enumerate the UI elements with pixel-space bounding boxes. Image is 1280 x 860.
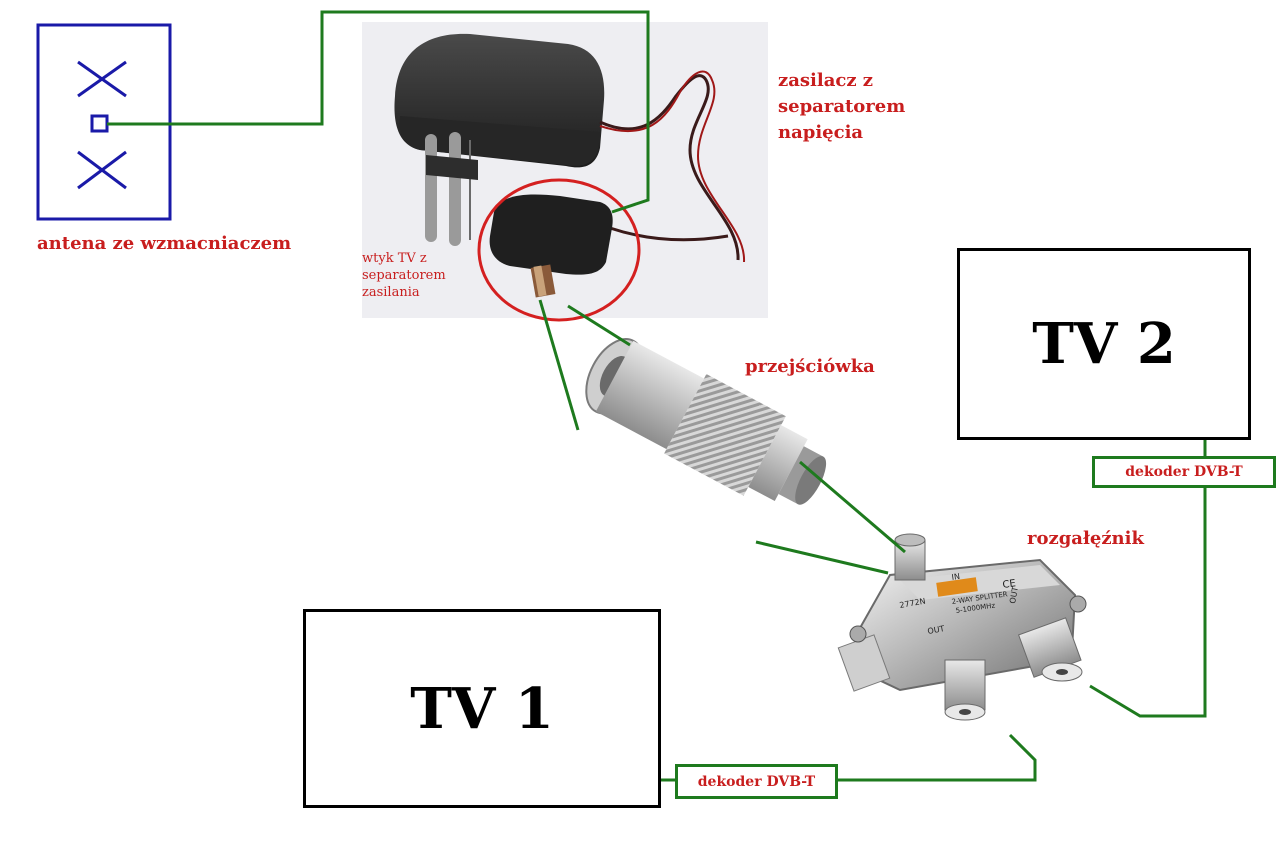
wire-antenna-to-plug: [107, 10, 650, 214]
tv-plug-label-line-3: zasilania: [362, 285, 420, 300]
tv-plug-label-line-1: wtyk TV z: [362, 251, 427, 266]
adapter-label: przejściówka: [745, 356, 875, 377]
tv-1-label: TV 1: [410, 675, 554, 742]
splitter-out-left-text: OUT: [927, 624, 945, 636]
power-supply-icon: [394, 33, 746, 322]
wiring: [107, 10, 1207, 782]
highlight-circle: [477, 178, 641, 322]
wire-adapter-to-splitter-top: [799, 460, 906, 554]
wire-plug-to-adapter-bottom: [567, 304, 631, 347]
tv-2-box: TV 2: [957, 248, 1251, 440]
power-supply-label-line-1: zasilacz z: [778, 70, 874, 91]
splitter-label: rozgałęźnik: [1027, 528, 1144, 549]
wire-adapter-to-splitter-bottom: [755, 540, 889, 575]
tv-plug-label: wtyk TV z separatorem zasilania: [362, 250, 446, 301]
tv-plug-label-line-2: separatorem: [362, 268, 446, 283]
splitter-in-text: IN: [951, 572, 961, 582]
antenna-label: antena ze wzmacniaczem: [37, 233, 292, 254]
tv-2-label: TV 2: [1032, 311, 1176, 377]
tv-1-box: TV 1: [303, 609, 661, 808]
splitter-ce-text: CE: [1002, 578, 1017, 591]
power-supply-label-line-2: separatorem: [778, 96, 906, 117]
power-supply-label: zasilacz z separatorem napięcia: [778, 68, 905, 146]
splitter-out-right-text: OUT: [1008, 586, 1020, 604]
adapter-icon: [585, 338, 827, 505]
decoder-tv-2: dekoder DVB-T: [1092, 456, 1276, 488]
wire-plug-to-adapter-top: [538, 299, 580, 431]
wire-splitter-to-dec2: [1089, 488, 1207, 718]
power-supply-label-line-3: napięcia: [778, 122, 864, 143]
antenna-icon: [36, 23, 172, 221]
wire-splitter-to-dec1: [838, 733, 1037, 782]
splitter-icon: 2772N IN 2-WAY SPLITTER 5-1000MHz CE OUT…: [837, 533, 1087, 721]
decoder-tv-1: dekoder DVB-T: [675, 764, 838, 799]
